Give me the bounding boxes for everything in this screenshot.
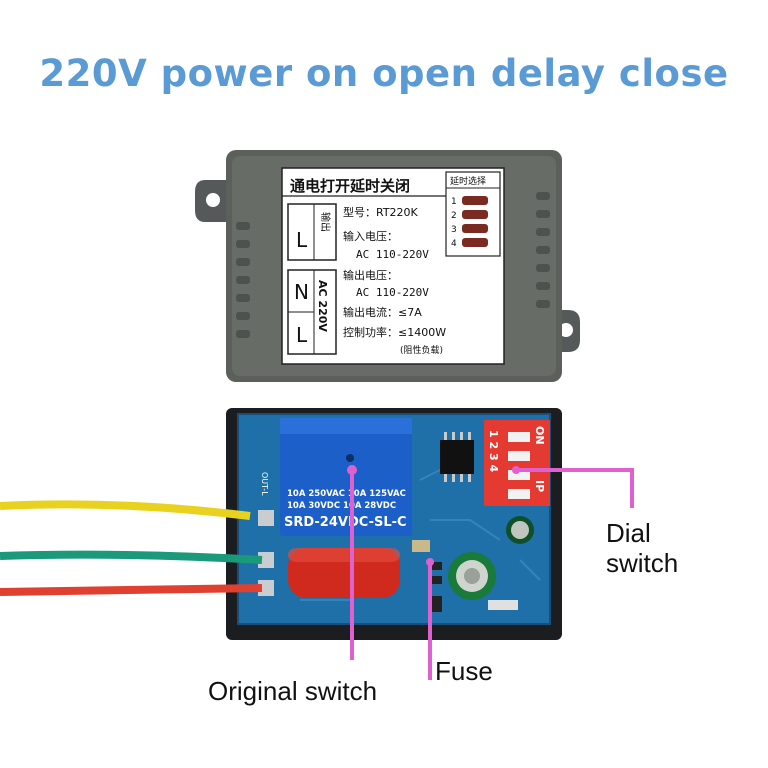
out-label: OUT-L [260, 472, 269, 496]
dip-lever[interactable] [508, 470, 530, 480]
pointer-dot [512, 466, 520, 474]
terminal-l: L [296, 323, 308, 347]
pointer-dial-switch [516, 468, 634, 508]
dip-digits: 1 2 3 4 [487, 430, 500, 472]
spec-input-label: 输入电压： [343, 229, 398, 243]
dip-on-label: ON [533, 426, 546, 445]
dip-number-1: 1 [451, 197, 457, 207]
spec-output-label: 输出电压： [343, 268, 398, 282]
spec-output-value: AC 110-220V [356, 286, 429, 299]
module-header: 通电打开延时关闭 [290, 177, 410, 195]
relay-model: SRD-24VDC-SL-C [284, 515, 407, 530]
callout-dial-line1: Dial [606, 518, 651, 548]
dip-header: 延时选择 [450, 175, 486, 187]
callout-dial-line2: switch [606, 548, 679, 578]
red-wire [0, 584, 263, 596]
spec-input-value: AC 110-220V [356, 248, 429, 261]
module-housing [195, 150, 580, 382]
dip-indicator [462, 224, 488, 233]
pointer-lines [350, 468, 634, 680]
relay-board [226, 408, 562, 640]
terminal-n: N [294, 280, 309, 304]
pointer-dot [426, 558, 434, 566]
dip-number-2: 2 [451, 211, 457, 221]
callout-fuse: Fuse [435, 656, 493, 686]
page-title: 220V power on open delay close [39, 52, 729, 95]
dip-lever[interactable] [508, 489, 530, 499]
terminal-ac: AC 220V [316, 280, 329, 332]
green-wire [0, 550, 263, 564]
dip-indicator [462, 238, 488, 247]
terminal-top-side: 输出 [319, 212, 332, 232]
dip-indicator [462, 196, 488, 205]
relay-rating-1: 10A 250VAC 10A 125VAC [287, 489, 406, 499]
spec-model: 型号：RT220K [343, 205, 419, 219]
dip-lever[interactable] [508, 451, 530, 461]
spec-power: 控制功率：≤1400W [343, 325, 446, 339]
dip-ip-label: IP [533, 480, 546, 492]
dip-indicator [462, 210, 488, 219]
yellow-wire [0, 500, 251, 520]
dip-lever[interactable] [508, 432, 530, 442]
callout-original-switch: Original switch [208, 676, 378, 706]
terminal-top-l: L [296, 228, 308, 252]
pointer-dot [347, 465, 357, 475]
dip-number-3: 3 [451, 225, 457, 235]
relay-rating-2: 10A 30VDC 10A 28VDC [287, 501, 396, 511]
wires [0, 500, 263, 596]
dip-number-4: 4 [451, 239, 457, 249]
spec-current: 输出电流：≤7A [343, 305, 422, 319]
spec-load: (阻性负载) [400, 344, 443, 356]
